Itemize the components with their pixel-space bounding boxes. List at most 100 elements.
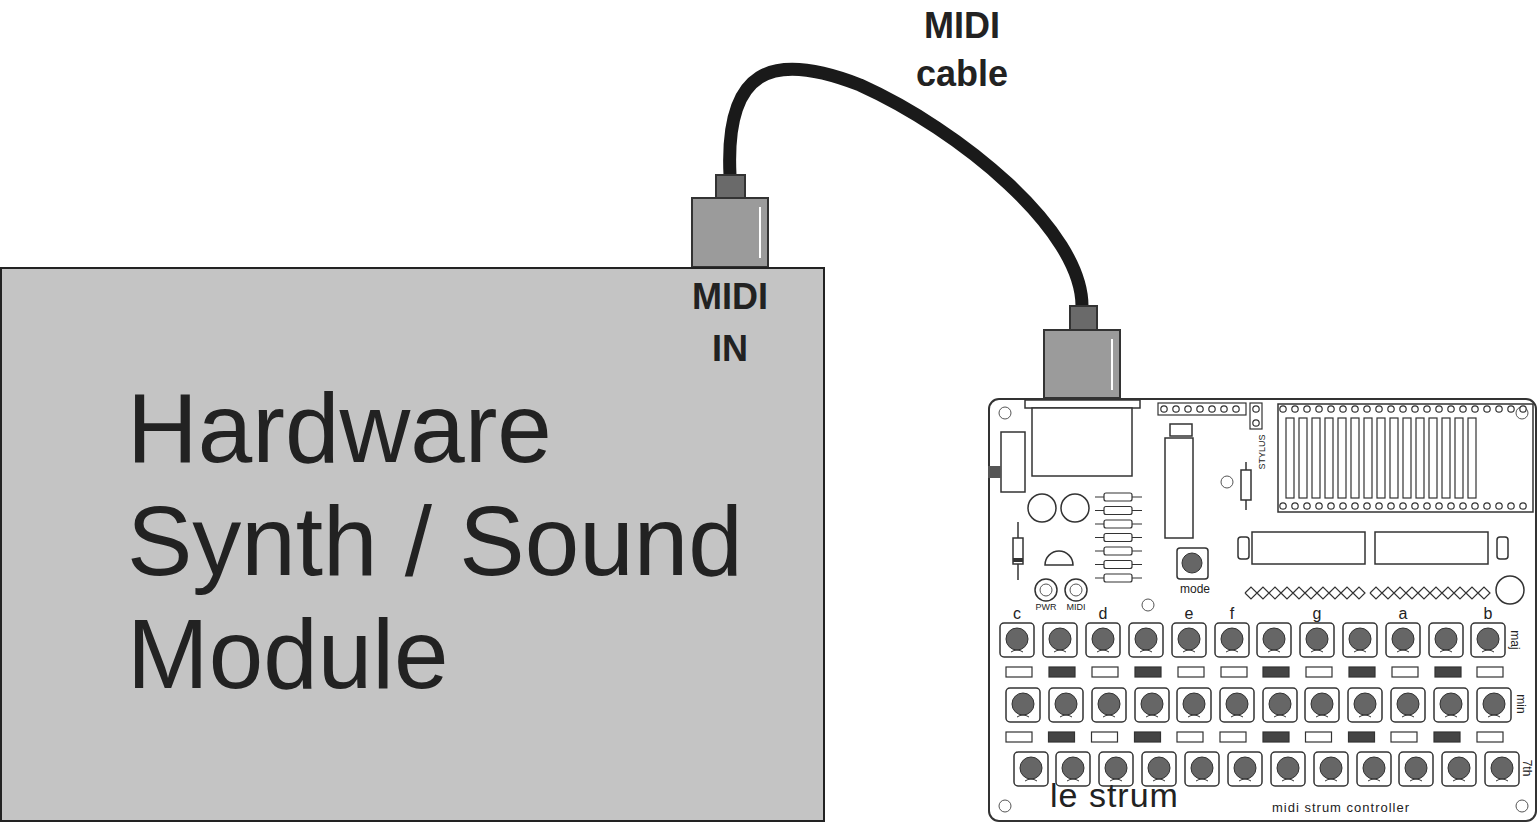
chord-button bbox=[1471, 623, 1505, 657]
button-mark bbox=[1268, 650, 1280, 652]
chord-button bbox=[1485, 752, 1519, 786]
header-pin bbox=[1424, 503, 1430, 509]
header-pin bbox=[1328, 406, 1334, 412]
header-pin bbox=[1436, 503, 1442, 509]
chord-button bbox=[1386, 623, 1420, 657]
chord-button bbox=[1257, 623, 1291, 657]
button-cap bbox=[1392, 628, 1414, 650]
synth-module-box: Hardware Synth / Sound Module bbox=[0, 267, 825, 822]
piezo bbox=[1496, 576, 1524, 604]
header-pin bbox=[1460, 406, 1466, 412]
resistor-symbol bbox=[1455, 418, 1463, 498]
row-label: maj bbox=[1508, 630, 1522, 649]
key-led bbox=[1006, 667, 1032, 677]
header-pin bbox=[1520, 406, 1526, 412]
key-led bbox=[1092, 732, 1118, 742]
key-led bbox=[1392, 667, 1418, 677]
header-pin bbox=[1253, 406, 1259, 412]
resistor-symbol bbox=[1442, 418, 1450, 498]
resistor-symbol bbox=[1364, 418, 1372, 498]
key-led bbox=[1263, 667, 1289, 677]
header-pin bbox=[1472, 503, 1478, 509]
button-cap bbox=[1349, 628, 1371, 650]
microcontroller bbox=[1165, 438, 1193, 538]
header-pin bbox=[1496, 503, 1502, 509]
header-pin bbox=[1292, 406, 1298, 412]
chord-button bbox=[1049, 688, 1083, 722]
button-cap bbox=[1354, 693, 1376, 715]
button-mark bbox=[1440, 650, 1452, 652]
header-pin bbox=[1340, 406, 1346, 412]
resistor-symbol bbox=[1351, 418, 1359, 498]
header-pin bbox=[1316, 503, 1322, 509]
key-led bbox=[1220, 732, 1246, 742]
button-cap bbox=[1263, 628, 1285, 650]
chord-button bbox=[1343, 623, 1377, 657]
row-label: 7th bbox=[1520, 760, 1534, 777]
chord-button bbox=[1129, 623, 1163, 657]
midi-plug bbox=[1044, 330, 1120, 398]
note-label: g bbox=[1313, 604, 1322, 623]
header-pin bbox=[1253, 420, 1259, 426]
button-mark bbox=[1354, 650, 1366, 652]
resistor-symbol bbox=[1416, 418, 1424, 498]
header-pin bbox=[1292, 503, 1298, 509]
button-mark bbox=[1188, 715, 1200, 717]
button-mark bbox=[1054, 650, 1066, 652]
button-mark bbox=[1482, 650, 1494, 652]
button-mark bbox=[1359, 715, 1371, 717]
resistor-symbol bbox=[1325, 418, 1333, 498]
button-mark bbox=[1146, 715, 1158, 717]
button-mark bbox=[1226, 650, 1238, 652]
port-label: MIDI IN bbox=[680, 271, 780, 375]
row-label: min bbox=[1514, 694, 1528, 713]
key-led bbox=[1006, 732, 1032, 742]
resistor-symbol bbox=[1104, 507, 1132, 515]
button-mark bbox=[1282, 779, 1294, 781]
button-mark bbox=[1368, 779, 1380, 781]
header-pin bbox=[1185, 406, 1191, 412]
ic-chip bbox=[1252, 532, 1365, 564]
plug-neck bbox=[1070, 306, 1097, 331]
ic-socket-cap bbox=[1170, 424, 1192, 436]
header-outline bbox=[1158, 403, 1246, 415]
header-pin bbox=[1472, 406, 1478, 412]
button-mark bbox=[1402, 715, 1414, 717]
resistor-symbol bbox=[1403, 418, 1411, 498]
header-pin bbox=[1161, 406, 1167, 412]
button-mark bbox=[1196, 779, 1208, 781]
note-label: a bbox=[1399, 604, 1408, 623]
pin-headers bbox=[1158, 403, 1526, 509]
header-pin bbox=[1424, 406, 1430, 412]
key-led bbox=[1092, 667, 1118, 677]
button-cap bbox=[1320, 757, 1342, 779]
key-led bbox=[1135, 732, 1161, 742]
button-cap bbox=[1306, 628, 1328, 650]
resistor-symbol bbox=[1429, 418, 1437, 498]
diode-row bbox=[1245, 587, 1490, 599]
button-cap bbox=[1191, 757, 1213, 779]
button-mark bbox=[1025, 779, 1037, 781]
led-lens bbox=[1040, 584, 1052, 596]
button-mark bbox=[1140, 650, 1152, 652]
button-mark bbox=[1017, 715, 1029, 717]
header-pin bbox=[1233, 406, 1239, 412]
button-cap bbox=[1182, 553, 1202, 573]
button-cap bbox=[1006, 628, 1028, 650]
plug-highlight bbox=[759, 207, 761, 258]
key-led bbox=[1306, 667, 1332, 677]
header-pin bbox=[1221, 406, 1227, 412]
chord-button bbox=[1006, 688, 1040, 722]
button-cap bbox=[1135, 628, 1157, 650]
header-pin bbox=[1197, 406, 1203, 412]
led-label: PWR bbox=[1036, 602, 1057, 613]
socket-rim bbox=[1025, 400, 1140, 408]
header-pin bbox=[1400, 503, 1406, 509]
resistor-symbol bbox=[1286, 418, 1294, 498]
board-subtitle: midi strum controller bbox=[1272, 800, 1410, 816]
button-mark bbox=[1239, 779, 1251, 781]
midi-plug bbox=[692, 198, 768, 267]
chord-button bbox=[1086, 623, 1120, 657]
chord-button bbox=[1434, 688, 1468, 722]
header-pin bbox=[1412, 503, 1418, 509]
